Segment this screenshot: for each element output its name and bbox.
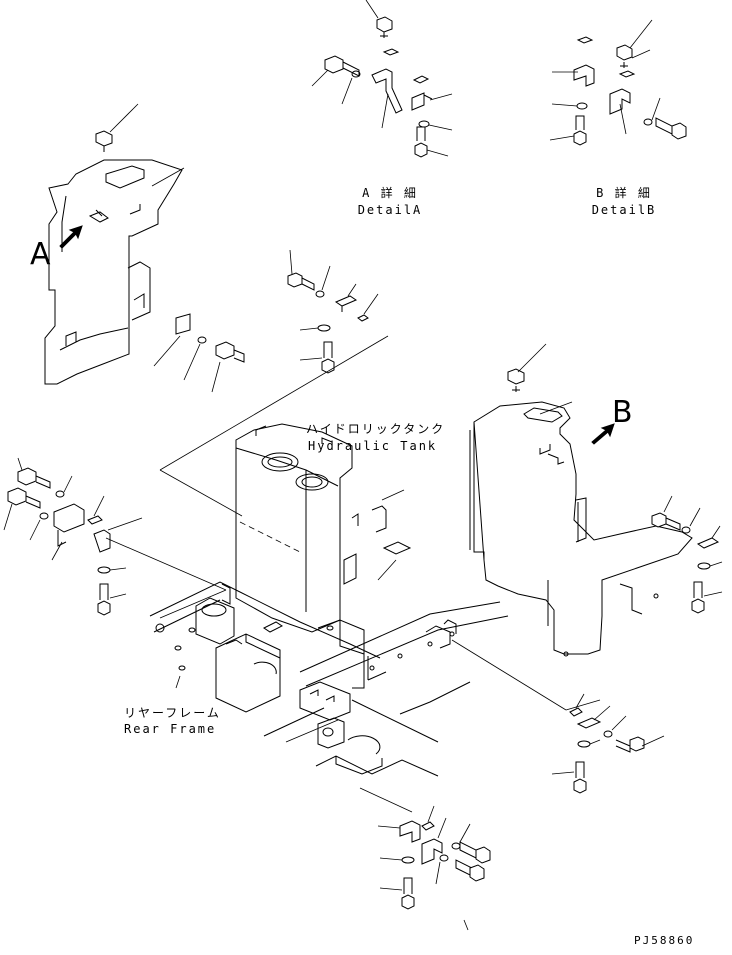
detail-a-parts [311, 0, 453, 158]
rear-frame-label-en: Rear Frame [124, 722, 217, 736]
lower-right-fastener-group [551, 693, 665, 794]
callout-a: A [30, 237, 51, 272]
detail-a-title-en: DetailA [357, 203, 423, 217]
detail-a-title-jp: A 詳 細 [362, 186, 418, 200]
left-cover-panel [44, 103, 245, 393]
rear-frame [105, 537, 509, 813]
detail-b-title-jp: B 詳 細 [596, 186, 652, 200]
hydraulic-tank [235, 423, 412, 689]
left-fastener-group [3, 457, 143, 616]
right-cover-panel [451, 343, 723, 711]
detail-b-title-en: DetailB [591, 203, 657, 217]
rear-frame-label-jp: リヤーフレーム [124, 706, 221, 720]
hydraulic-tank-label-jp: ハイドロリックタンク [306, 422, 446, 436]
hydraulic-tank-label-en: Hydraulic Tank [308, 439, 438, 453]
center-bracket-parts [159, 249, 389, 517]
drawing-code: PJ58860 [634, 934, 695, 947]
detail-b-parts [549, 19, 687, 146]
callout-b: B [612, 395, 633, 430]
bottom-fastener-group [377, 805, 491, 931]
